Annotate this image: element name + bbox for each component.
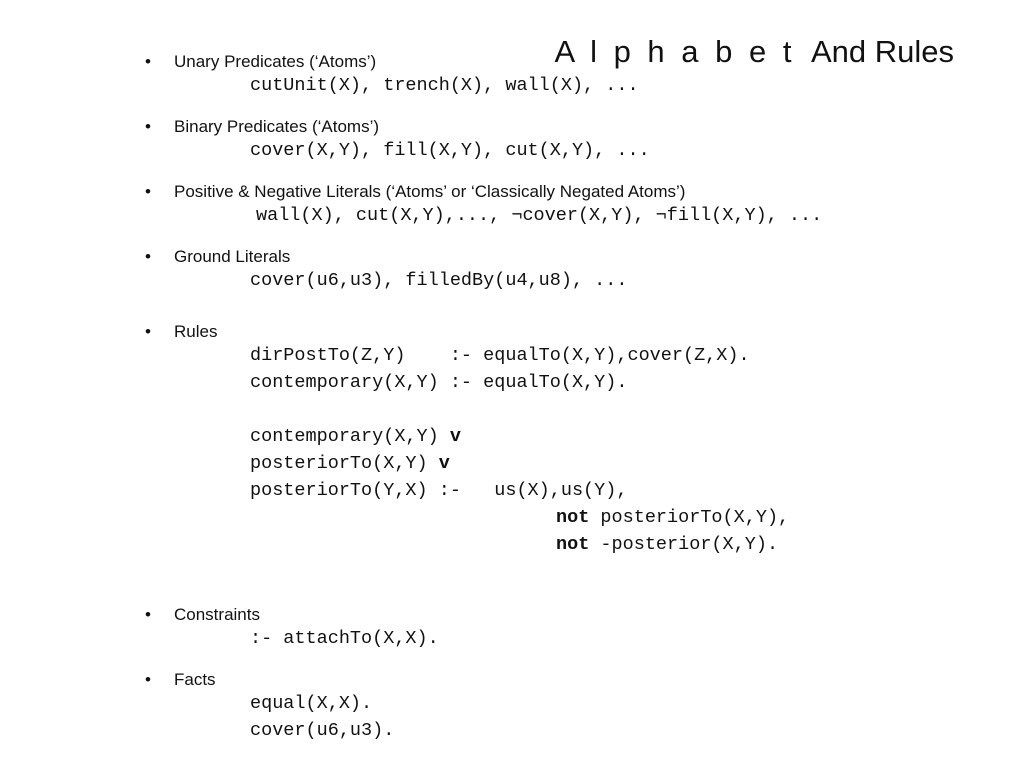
rule-line-7: not -posterior(X,Y).: [145, 531, 789, 558]
section-heading: Constraints: [145, 605, 439, 625]
rule-line-4: posteriorTo(X,Y) v: [145, 450, 789, 477]
code-line: cutUnit(X), trench(X), wall(X), ...: [250, 75, 639, 96]
section-rules: Rules dirPostTo(Z,Y) :- equalTo(X,Y),cov…: [145, 322, 789, 558]
slide-title: A l p h a b e t And Rules: [554, 34, 954, 70]
not-keyword: not: [556, 534, 590, 555]
section-ground-literals: Ground Literals cover(u6,u3), filledBy(u…: [145, 247, 627, 294]
rule-line-6: not posteriorTo(X,Y),: [145, 504, 789, 531]
section-heading: Facts: [145, 670, 394, 690]
section-constraints: Constraints :- attachTo(X,X).: [145, 605, 439, 652]
section-heading: Rules: [145, 322, 789, 342]
section-heading: Positive & Negative Literals (‘Atoms’ or…: [145, 182, 822, 202]
code-line: cover(u6,u3), filledBy(u4,u8), ...: [250, 270, 628, 291]
code-line: equal(X,X).: [250, 693, 373, 714]
code-line: wall(X), cut(X,Y),..., ¬cover(X,Y), ¬fil…: [256, 205, 823, 226]
code-line: :- attachTo(X,X).: [250, 628, 439, 649]
section-heading: Binary Predicates (‘Atoms’): [145, 117, 650, 137]
disjunction-operator: v: [449, 426, 461, 447]
rule-body: posteriorTo(X,Y),: [589, 507, 790, 528]
section-heading: Ground Literals: [145, 247, 627, 267]
rule-head: contemporary(X,Y): [250, 426, 450, 447]
section-heading: Unary Predicates (‘Atoms’): [145, 52, 639, 72]
rule-line-3: contemporary(X,Y) v: [145, 423, 789, 450]
rule-head: posteriorTo(X,Y): [250, 453, 439, 474]
disjunction-operator: v: [438, 453, 450, 474]
slide-title-rest: And Rules: [795, 34, 954, 69]
code-line: cover(X,Y), fill(X,Y), cut(X,Y), ...: [250, 140, 650, 161]
rule-line-2: contemporary(X,Y) :- equalTo(X,Y).: [250, 372, 628, 393]
section-facts: Facts equal(X,X). cover(u6,u3).: [145, 670, 394, 744]
rule-line-5: posteriorTo(Y,X) :- us(X),us(Y),: [250, 480, 628, 501]
rule-line-1: dirPostTo(Z,Y) :- equalTo(X,Y),cover(Z,X…: [250, 345, 750, 366]
not-keyword: not: [556, 507, 590, 528]
rule-body: -posterior(X,Y).: [589, 534, 779, 555]
section-literals: Positive & Negative Literals (‘Atoms’ or…: [145, 182, 822, 229]
code-line: cover(u6,u3).: [250, 720, 395, 741]
section-binary-predicates: Binary Predicates (‘Atoms’) cover(X,Y), …: [145, 117, 650, 164]
rule-spacer: ​: [145, 396, 789, 423]
section-unary-predicates: Unary Predicates (‘Atoms’) cutUnit(X), t…: [145, 52, 639, 99]
